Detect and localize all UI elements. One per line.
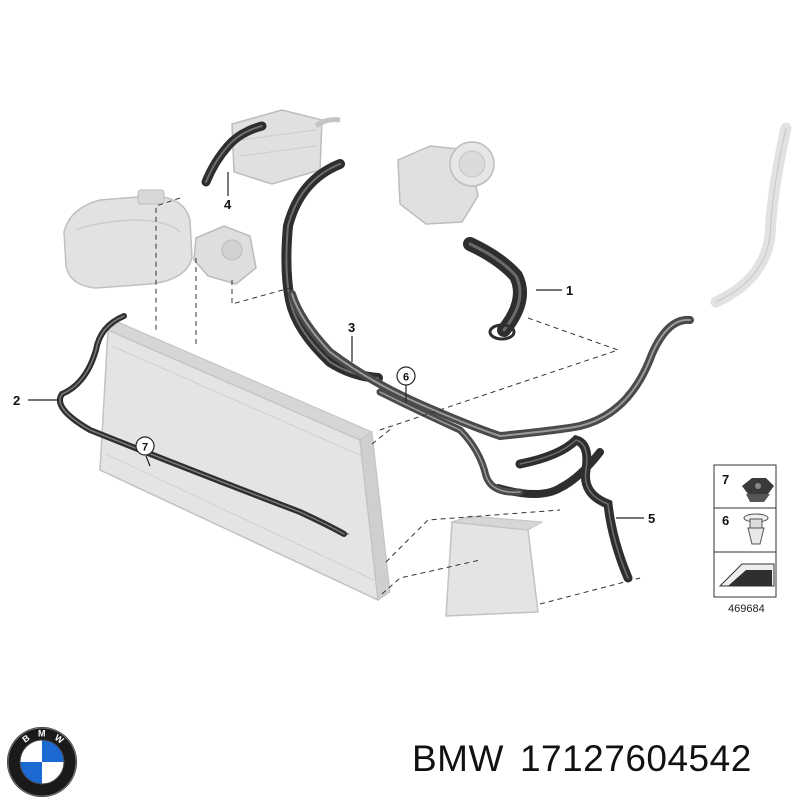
expansion-tank [63, 189, 193, 289]
svg-text:5: 5 [648, 511, 655, 526]
diagram-reference-number: 469684 [728, 603, 765, 615]
callout-2: 2 [13, 393, 20, 408]
callout-1: 1 [566, 283, 573, 298]
coolant-pipe-main [288, 290, 694, 496]
hose-part-2 [57, 313, 347, 537]
bmw-logo: B M W [7, 727, 77, 797]
svg-text:2: 2 [13, 393, 20, 408]
callout-7-circle: 7 [135, 436, 155, 456]
hose-part-4 [201, 121, 267, 187]
part-identifier: BMW 17127604542 [412, 738, 792, 780]
part-number: 17127604542 [519, 738, 752, 779]
callout-4: 4 [224, 197, 232, 212]
callout-leaders [28, 172, 644, 519]
dashed-guides [155, 197, 641, 605]
callout-6-circle: 6 [396, 366, 416, 386]
callout-3: 3 [348, 320, 355, 335]
hose-part-3 [281, 159, 383, 383]
svg-text:B: B [20, 732, 31, 744]
clip-icon [742, 478, 774, 502]
callout-5: 5 [648, 511, 655, 526]
rivet-clip-icon [743, 513, 769, 545]
hose-part-1 [463, 237, 527, 341]
svg-text:3: 3 [348, 320, 355, 335]
svg-text:6: 6 [403, 372, 409, 384]
svg-text:4: 4 [224, 197, 232, 212]
brand-name: BMW [412, 738, 504, 779]
auxiliary-radiator [445, 515, 544, 617]
arrow-shim-icon [718, 563, 775, 587]
thermostat-housing [193, 225, 257, 285]
engine-pipe-right [710, 122, 792, 308]
svg-text:7: 7 [722, 472, 729, 487]
svg-text:1: 1 [566, 283, 573, 298]
legend-item-7: 7 [722, 472, 774, 502]
svg-text:6: 6 [722, 513, 729, 528]
radiator [99, 321, 391, 602]
svg-text:M: M [38, 729, 46, 739]
water-pump [397, 141, 495, 225]
legend-item-6: 6 [722, 513, 769, 545]
svg-text:7: 7 [142, 442, 148, 454]
